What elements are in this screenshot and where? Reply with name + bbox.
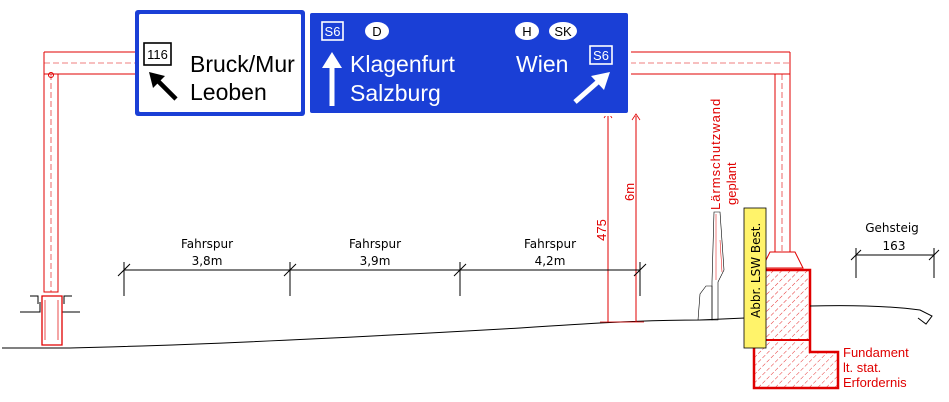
planned-noise-barrier: Lärmschutzwand geplant — [697, 98, 739, 321]
country-badge-d-label: D — [372, 24, 381, 39]
sidewalk-label: Gehsteig — [865, 221, 919, 235]
lane-dimensions: Fahrspur 3,8m Fahrspur 3,9m Fahrspur 4,2… — [117, 237, 647, 296]
s6-badge-left — [321, 21, 344, 41]
foundation-label-line3: Erfordernis — [843, 375, 907, 390]
planned-barrier-label-2: geplant — [724, 162, 739, 205]
country-badge-h — [515, 22, 539, 40]
country-badge-sk — [549, 22, 577, 40]
right-sign-destination-klagenfurt: Klagenfurt — [350, 51, 455, 77]
lane-1-width: 3,8m — [192, 254, 223, 268]
country-badge-h-label: H — [522, 24, 531, 39]
clearance-outer-label: 6m — [622, 183, 637, 201]
clearance-inner-label: 475 — [594, 219, 609, 241]
right-sign-destination-wien: Wien — [516, 51, 568, 77]
sidewalk-dimension: Gehsteig 163 — [850, 221, 940, 278]
lane-3-width: 4,2m — [535, 254, 566, 268]
left-sign-destination-2: Leoben — [190, 79, 267, 105]
left-sign-destination-1: Bruck/Mur — [190, 51, 295, 77]
left-gantry-column — [20, 72, 80, 346]
right-gantry-column — [761, 52, 804, 269]
foundation-label-line2: lt. stat. — [843, 360, 881, 375]
arrow-up-icon — [322, 52, 342, 106]
lane-1-label: Fahrspur — [181, 237, 233, 251]
foundation-label: Fundament lt. stat. Erfordernis — [843, 345, 909, 390]
arrow-up-right-icon — [573, 72, 610, 104]
planned-barrier-label: Lärmschutzwand — [708, 98, 723, 210]
foundation-label-line1: Fundament — [843, 345, 909, 360]
left-direction-sign: 116 Bruck/Mur Leoben — [135, 10, 305, 116]
route-number-shield — [143, 42, 172, 66]
clearance-dimensions: 475 6m — [594, 111, 644, 323]
route-number: 116 — [147, 47, 168, 62]
right-direction-sign: S6 D H SK S6 Klagenfurt Wien Salzburg — [307, 10, 631, 116]
lane-3-label: Fahrspur — [524, 237, 576, 251]
s6-badge-right-label: S6 — [593, 48, 609, 63]
right-sign-destination-salzburg: Salzburg — [350, 80, 441, 106]
arrow-up-left-icon — [149, 72, 178, 101]
country-badge-d — [365, 22, 389, 40]
existing-barrier-label: Abbr. LSW Best. — [749, 223, 763, 318]
existing-noise-barrier: Abbr. LSW Best. — [743, 207, 767, 349]
s6-badge-left-label: S6 — [325, 24, 341, 39]
sidewalk-width: 163 — [883, 239, 906, 253]
s6-badge-right — [589, 45, 613, 65]
country-badge-sk-label: SK — [554, 24, 572, 39]
lane-2-width: 3,9m — [360, 254, 391, 268]
gantry-beam — [43, 51, 790, 75]
foundation-block — [752, 268, 840, 390]
lane-2-label: Fahrspur — [349, 237, 401, 251]
